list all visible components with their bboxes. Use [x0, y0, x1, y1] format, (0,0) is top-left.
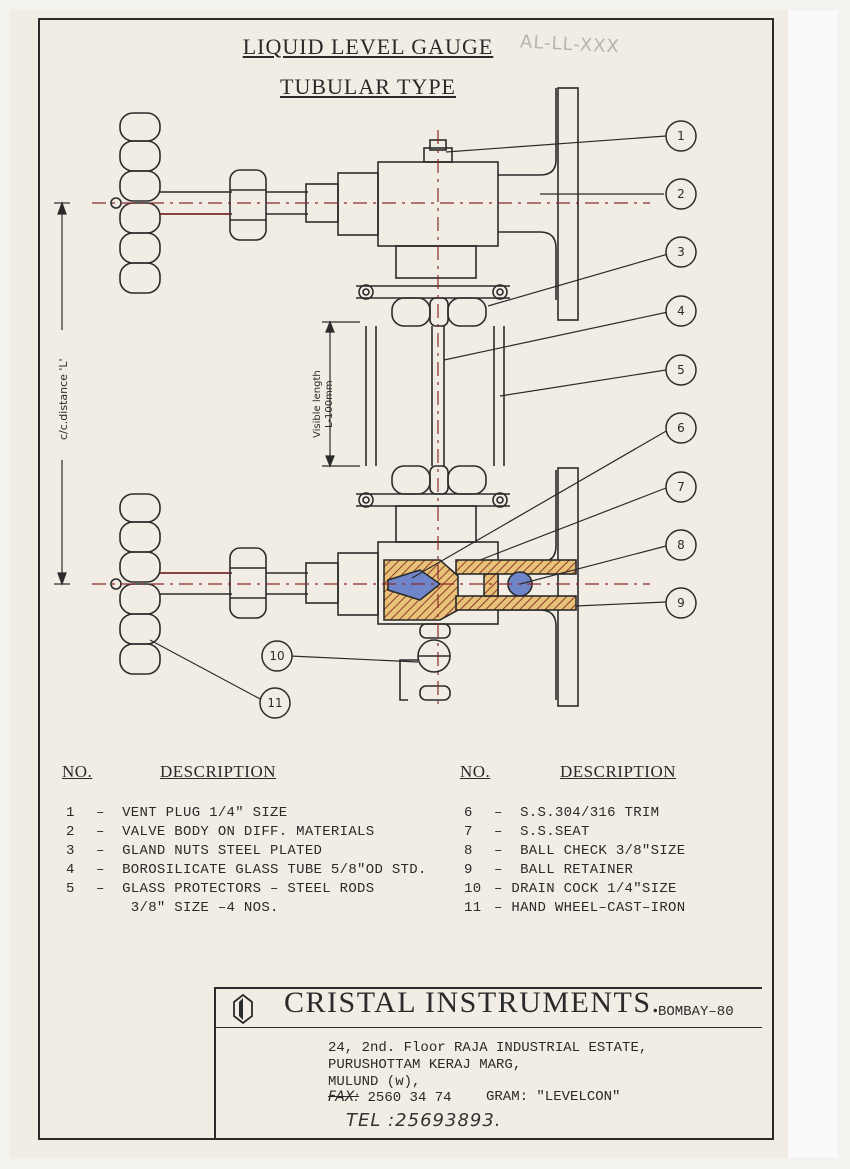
callout-8 — [665, 529, 697, 561]
callout-label-9: 9 — [677, 596, 685, 610]
callout-label-11: 11 — [267, 696, 282, 710]
part-row: 3/8" SIZE –4 NOS. — [96, 900, 279, 916]
table-header-desc-left: DESCRIPTION — [160, 762, 277, 781]
dim-visible-label-1: Visible length — [312, 370, 323, 438]
fax-number: 2560 34 74 — [367, 1090, 452, 1106]
gram-line: GRAM: "LEVELCON" — [486, 1089, 621, 1105]
callout-10 — [261, 640, 293, 672]
dim-visible-label-2: L-100mm — [324, 380, 335, 428]
company-city: BOMBAY–80 — [658, 1004, 734, 1020]
callout-4 — [665, 295, 697, 327]
part-row: 8– BALL CHECK 3/8"SIZE — [464, 843, 686, 859]
callout-1 — [665, 120, 697, 152]
callout-11 — [259, 687, 291, 719]
part-row: 1– VENT PLUG 1/4" SIZE — [66, 805, 288, 821]
table-header-no-right: NO. — [460, 762, 491, 781]
company-logo-icon — [233, 994, 253, 1024]
part-row: 2– VALVE BODY ON DIFF. MATERIALS — [66, 824, 375, 840]
part-row: 9– BALL RETAINER — [464, 862, 634, 878]
part-row: 6– S.S.304/316 TRIM — [464, 805, 660, 821]
part-row: 3– GLAND NUTS STEEL PLATED — [66, 843, 323, 859]
callout-label-4: 4 — [677, 304, 685, 318]
title-line-2: TUBULAR TYPE — [280, 74, 456, 99]
fax-label: FAX: — [328, 1089, 360, 1105]
callout-2 — [665, 178, 697, 210]
company-name: CRISTAL INSTRUMENTS. — [284, 986, 661, 1019]
title-block — [214, 987, 762, 1139]
drawing-border — [38, 18, 774, 1140]
part-row: 10– DRAIN COCK 1/4"SIZE — [464, 881, 677, 897]
callout-label-1: 1 — [677, 129, 685, 143]
hand-wheel-bottom — [110, 493, 161, 675]
callout-label-6: 6 — [677, 421, 685, 435]
table-header-desc-right: DESCRIPTION — [560, 762, 677, 781]
company-address: 24, 2nd. Floor RAJA INDUSTRIAL ESTATE, P… — [328, 1040, 648, 1090]
callout-7 — [665, 471, 697, 503]
tel-handwritten: TEL :25693893. — [346, 1110, 502, 1131]
callout-balloons — [259, 120, 697, 719]
callout-label-2: 2 — [677, 187, 685, 201]
title-block-divider — [214, 1027, 762, 1028]
table-header-no-left: NO. — [62, 762, 93, 781]
fax-line: FAX: 2560 34 74 — [328, 1089, 452, 1106]
callout-9 — [665, 587, 697, 619]
callout-label-7: 7 — [677, 480, 685, 494]
callout-6 — [665, 412, 697, 444]
callout-label-5: 5 — [677, 363, 685, 377]
part-row: 7– S.S.SEAT — [464, 824, 590, 840]
part-row: 11– HAND WHEEL–CAST–IRON — [464, 900, 686, 916]
dim-cc-label: c/c.distance 'L' — [57, 358, 70, 440]
callout-5 — [665, 354, 697, 386]
callout-3 — [665, 236, 697, 268]
callout-label-8: 8 — [677, 538, 685, 552]
title-line-1: LIQUID LEVEL GAUGE — [242, 34, 494, 59]
page-margin — [788, 10, 838, 1158]
part-row: 5– GLASS PROTECTORS – STEEL RODS — [66, 881, 375, 897]
part-row: 4– BOROSILICATE GLASS TUBE 5/8"OD STD. — [66, 862, 427, 878]
callout-label-10: 10 — [269, 649, 284, 663]
callout-label-3: 3 — [677, 245, 685, 259]
